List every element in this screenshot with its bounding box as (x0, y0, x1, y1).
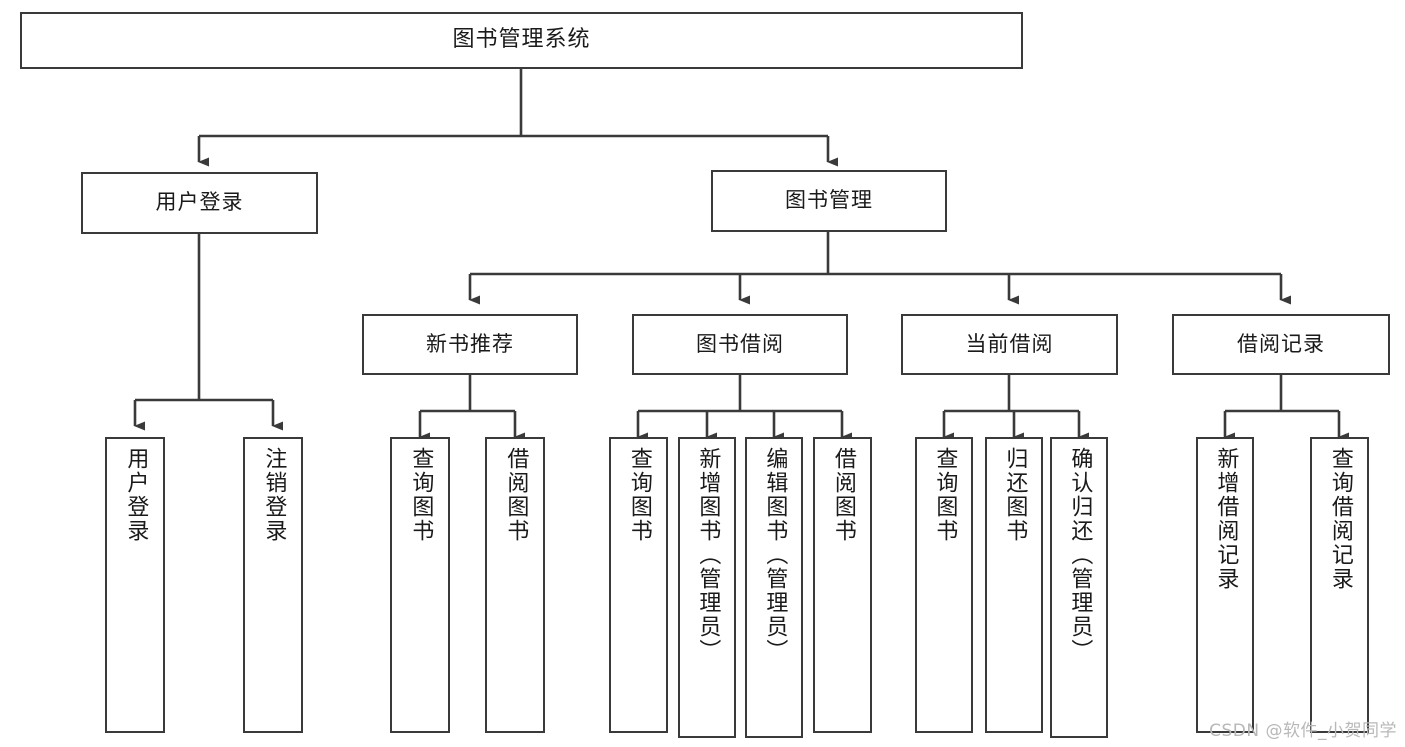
node-label: 查询图书 (626, 447, 652, 543)
node-label: 借阅图书 (503, 447, 529, 543)
node-leaf-borrow-book-recommend[interactable]: 借阅图书 (485, 437, 545, 733)
node-leaf-query-book-recommend[interactable]: 查询图书 (390, 437, 450, 733)
node-leaf-logout[interactable]: 注销登录 (243, 437, 303, 733)
node-leaf-edit-book-admin[interactable]: 编辑图书（管理员） (745, 437, 803, 738)
node-level3-current-borrow[interactable]: 当前借阅 (901, 314, 1118, 375)
node-label: 新增图书（管理员） (695, 447, 721, 663)
node-label: 注销登录 (261, 447, 287, 543)
node-label: 图书管理 (785, 188, 873, 213)
node-leaf-query-borrow-record[interactable]: 查询借阅记录 (1310, 437, 1369, 733)
node-level3-new-book-recommend[interactable]: 新书推荐 (362, 314, 578, 375)
node-label: 用户登录 (155, 190, 244, 215)
watermark-text: CSDN @软件_小贺同学 (1209, 721, 1397, 741)
node-label: 图书借阅 (696, 331, 784, 356)
node-leaf-borrow-book[interactable]: 借阅图书 (813, 437, 872, 733)
node-label: 新书推荐 (426, 331, 514, 356)
node-leaf-add-borrow-record[interactable]: 新增借阅记录 (1196, 437, 1254, 733)
node-label: 查询图书 (932, 447, 958, 543)
node-label: 查询借阅记录 (1327, 447, 1353, 591)
node-label: 图书管理系统 (452, 27, 591, 53)
node-label: 归还图书 (1002, 447, 1028, 543)
node-leaf-query-book-current[interactable]: 查询图书 (915, 437, 973, 733)
node-label: 查询图书 (408, 447, 434, 543)
node-label: 当前借阅 (965, 331, 1054, 356)
node-root[interactable]: 图书管理系统 (20, 12, 1023, 69)
node-leaf-confirm-return-admin[interactable]: 确认归还（管理员） (1050, 437, 1108, 738)
node-level3-book-borrow[interactable]: 图书借阅 (632, 314, 848, 375)
node-leaf-add-book-admin[interactable]: 新增图书（管理员） (678, 437, 736, 738)
node-level2-user-login[interactable]: 用户登录 (81, 172, 318, 234)
edges-group (133, 69, 1349, 442)
node-leaf-user-login[interactable]: 用户登录 (105, 437, 165, 733)
node-level3-borrow-record[interactable]: 借阅记录 (1172, 314, 1390, 375)
node-leaf-query-book-borrow[interactable]: 查询图书 (609, 437, 668, 733)
node-label: 确认归还（管理员） (1067, 447, 1093, 663)
node-label: 新增借阅记录 (1213, 447, 1239, 591)
node-level2-book-management[interactable]: 图书管理 (711, 170, 947, 232)
node-label: 借阅记录 (1237, 331, 1325, 356)
node-leaf-return-book[interactable]: 归还图书 (985, 437, 1043, 733)
node-label: 借阅图书 (830, 447, 856, 543)
node-label: 用户登录 (123, 447, 149, 543)
node-label: 编辑图书（管理员） (762, 447, 788, 663)
